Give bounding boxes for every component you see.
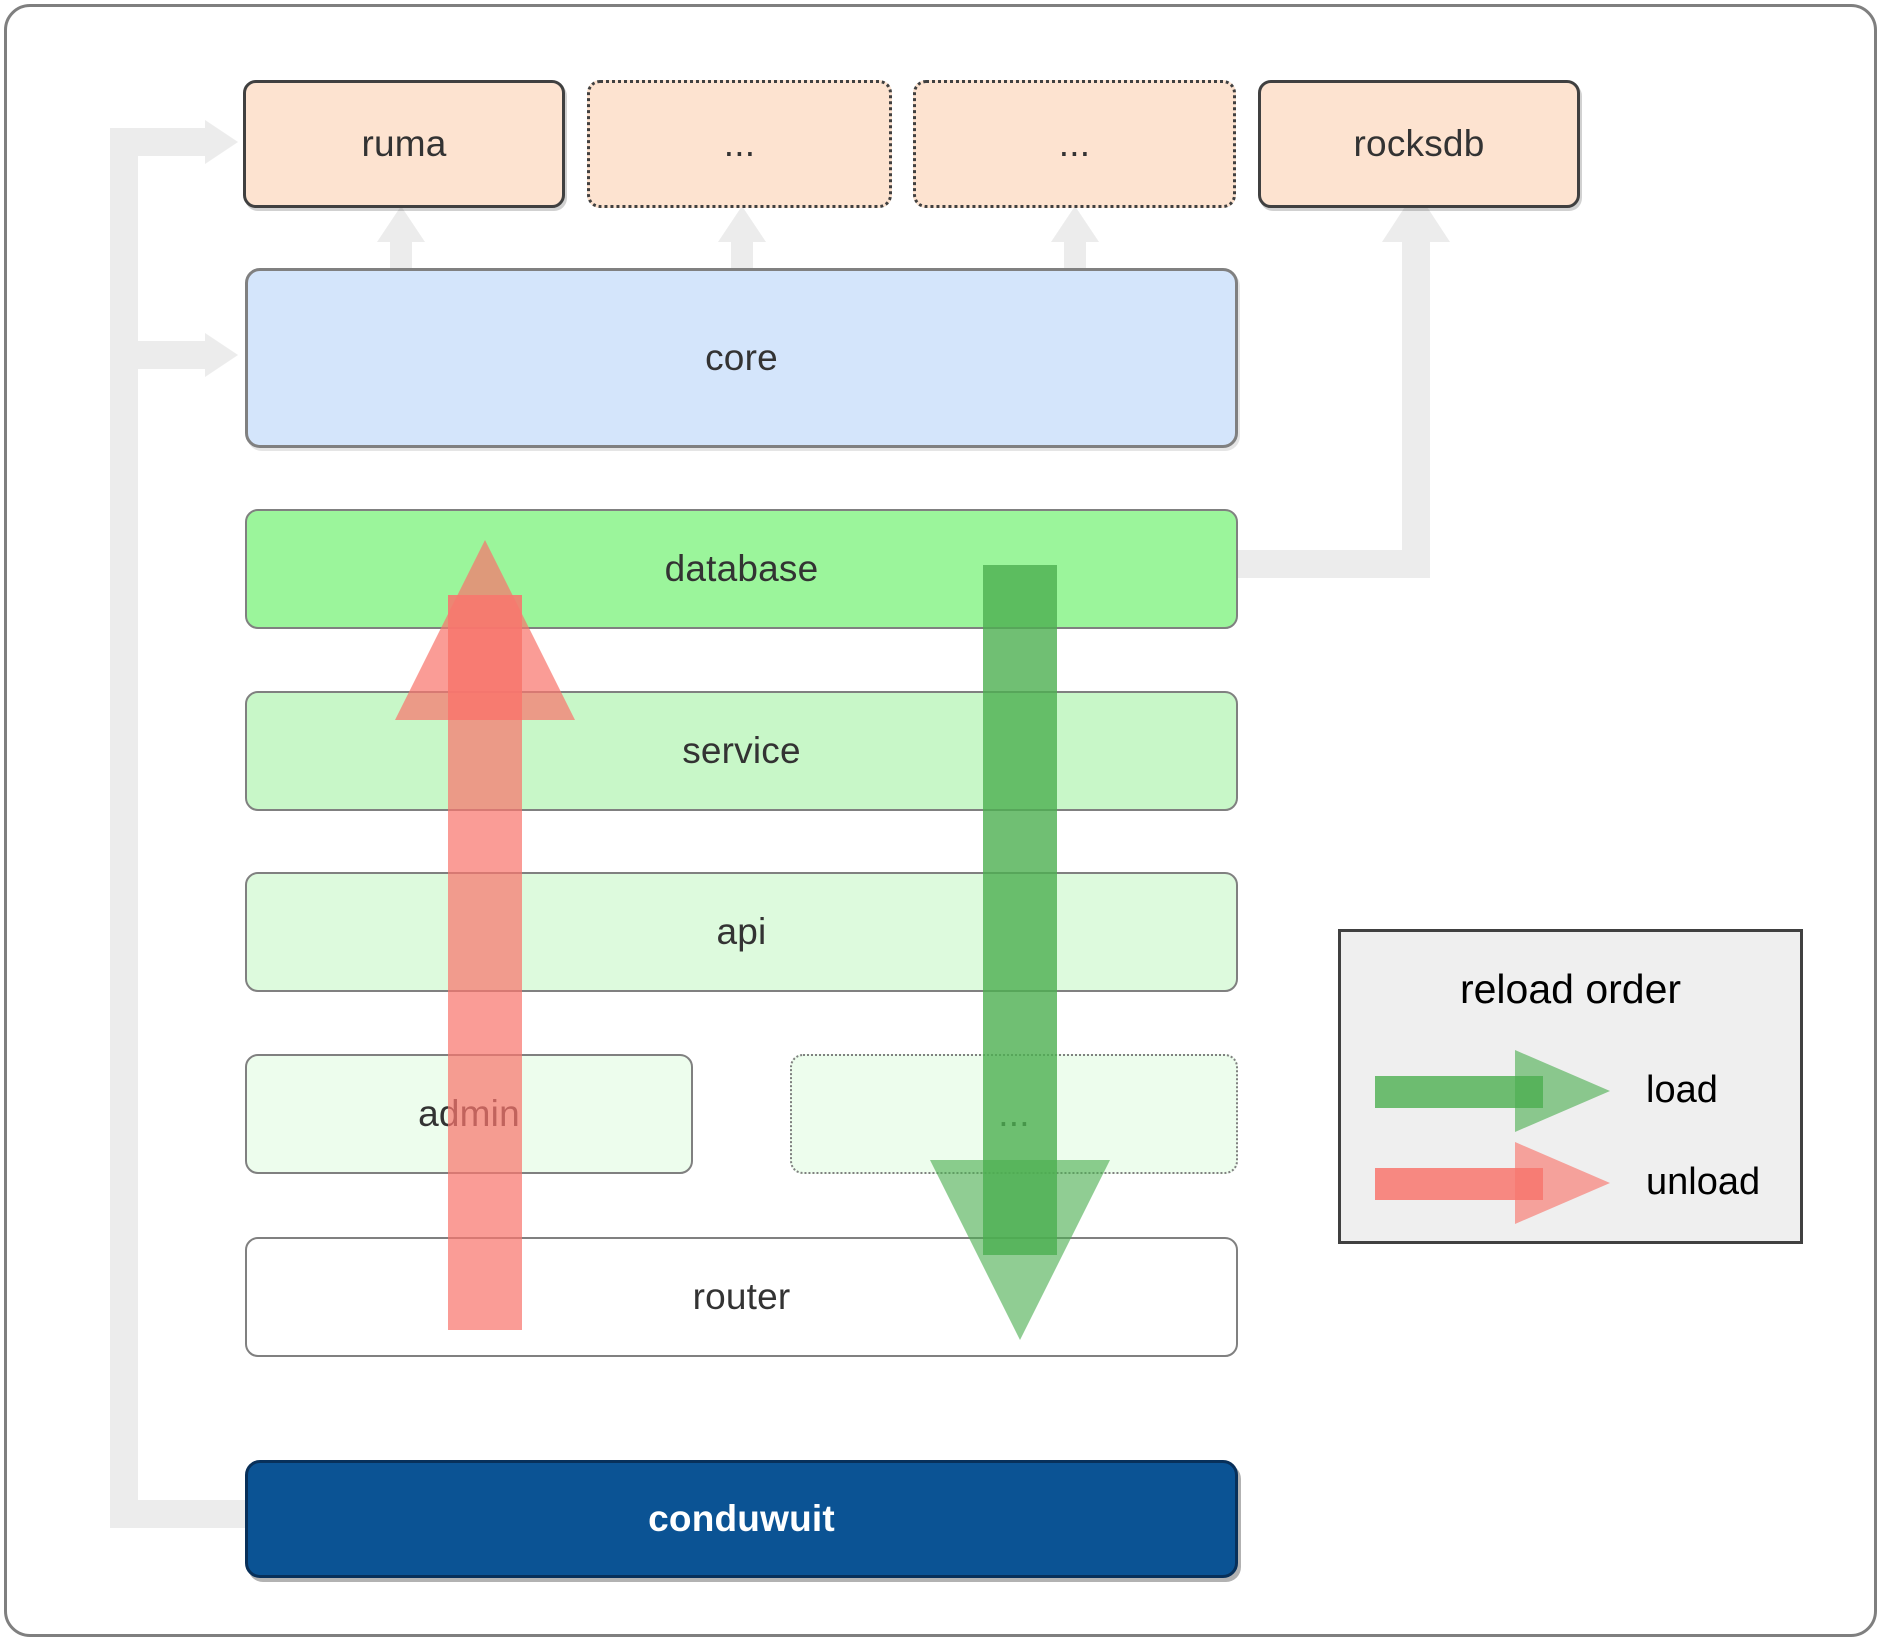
connector-branch-core-arrowhead bbox=[205, 333, 238, 377]
legend-panel: reload order load unload bbox=[1338, 929, 1803, 1244]
dependency-label: ... bbox=[1058, 123, 1091, 164]
legend-unload-arrow-icon bbox=[1375, 1142, 1610, 1224]
connector-branch-ruma-shaft bbox=[110, 128, 215, 156]
connector-branch-core-shaft bbox=[110, 341, 215, 369]
layer-box-admin[interactable]: admin bbox=[245, 1054, 693, 1174]
root-box-conduwuit[interactable]: conduwuit bbox=[245, 1460, 1238, 1578]
diagram-frame bbox=[4, 4, 1877, 1637]
dependency-label: rocksdb bbox=[1353, 123, 1485, 164]
layer-box-router[interactable]: router bbox=[245, 1237, 1238, 1357]
legend-load-label: load bbox=[1646, 1069, 1718, 1111]
legend-unload-label: unload bbox=[1646, 1161, 1761, 1203]
dependency-box-ellipsis-1[interactable]: ... bbox=[587, 80, 892, 208]
dependency-box-ellipsis-2[interactable]: ... bbox=[913, 80, 1236, 208]
layer-box-ellipsis[interactable]: ... bbox=[790, 1054, 1238, 1174]
connector-db-to-rocksdb-v bbox=[1402, 240, 1430, 578]
legend-load-arrow-icon bbox=[1375, 1050, 1610, 1132]
layer-box-service[interactable]: service bbox=[245, 691, 1238, 811]
dependency-box-ruma[interactable]: ruma bbox=[243, 80, 565, 208]
dependency-box-rocksdb[interactable]: rocksdb bbox=[1258, 80, 1580, 208]
connector-core-to-dep3-arrowhead bbox=[1051, 206, 1099, 242]
dependency-label: ... bbox=[723, 123, 756, 164]
layer-label: router bbox=[692, 1276, 791, 1317]
connector-root-to-deps-trunk bbox=[110, 128, 138, 1528]
layer-box-database[interactable]: database bbox=[245, 509, 1238, 629]
layer-box-api[interactable]: api bbox=[245, 872, 1238, 992]
layer-label: service bbox=[682, 730, 801, 771]
layer-label: ... bbox=[998, 1093, 1030, 1134]
layer-label: api bbox=[716, 911, 767, 952]
connector-db-to-rocksdb-h bbox=[1236, 550, 1416, 578]
connector-core-to-dep2-arrowhead bbox=[718, 206, 766, 242]
dependency-label: ruma bbox=[361, 123, 447, 164]
connector-branch-ruma-arrowhead bbox=[205, 120, 238, 164]
connector-core-to-ruma-arrowhead bbox=[377, 206, 425, 242]
core-box[interactable]: core bbox=[245, 268, 1238, 448]
layer-label: admin bbox=[418, 1093, 520, 1134]
root-label: conduwuit bbox=[648, 1498, 835, 1539]
layer-label: database bbox=[664, 548, 819, 589]
legend-title: reload order bbox=[1459, 966, 1682, 1012]
core-label: core bbox=[705, 337, 778, 378]
